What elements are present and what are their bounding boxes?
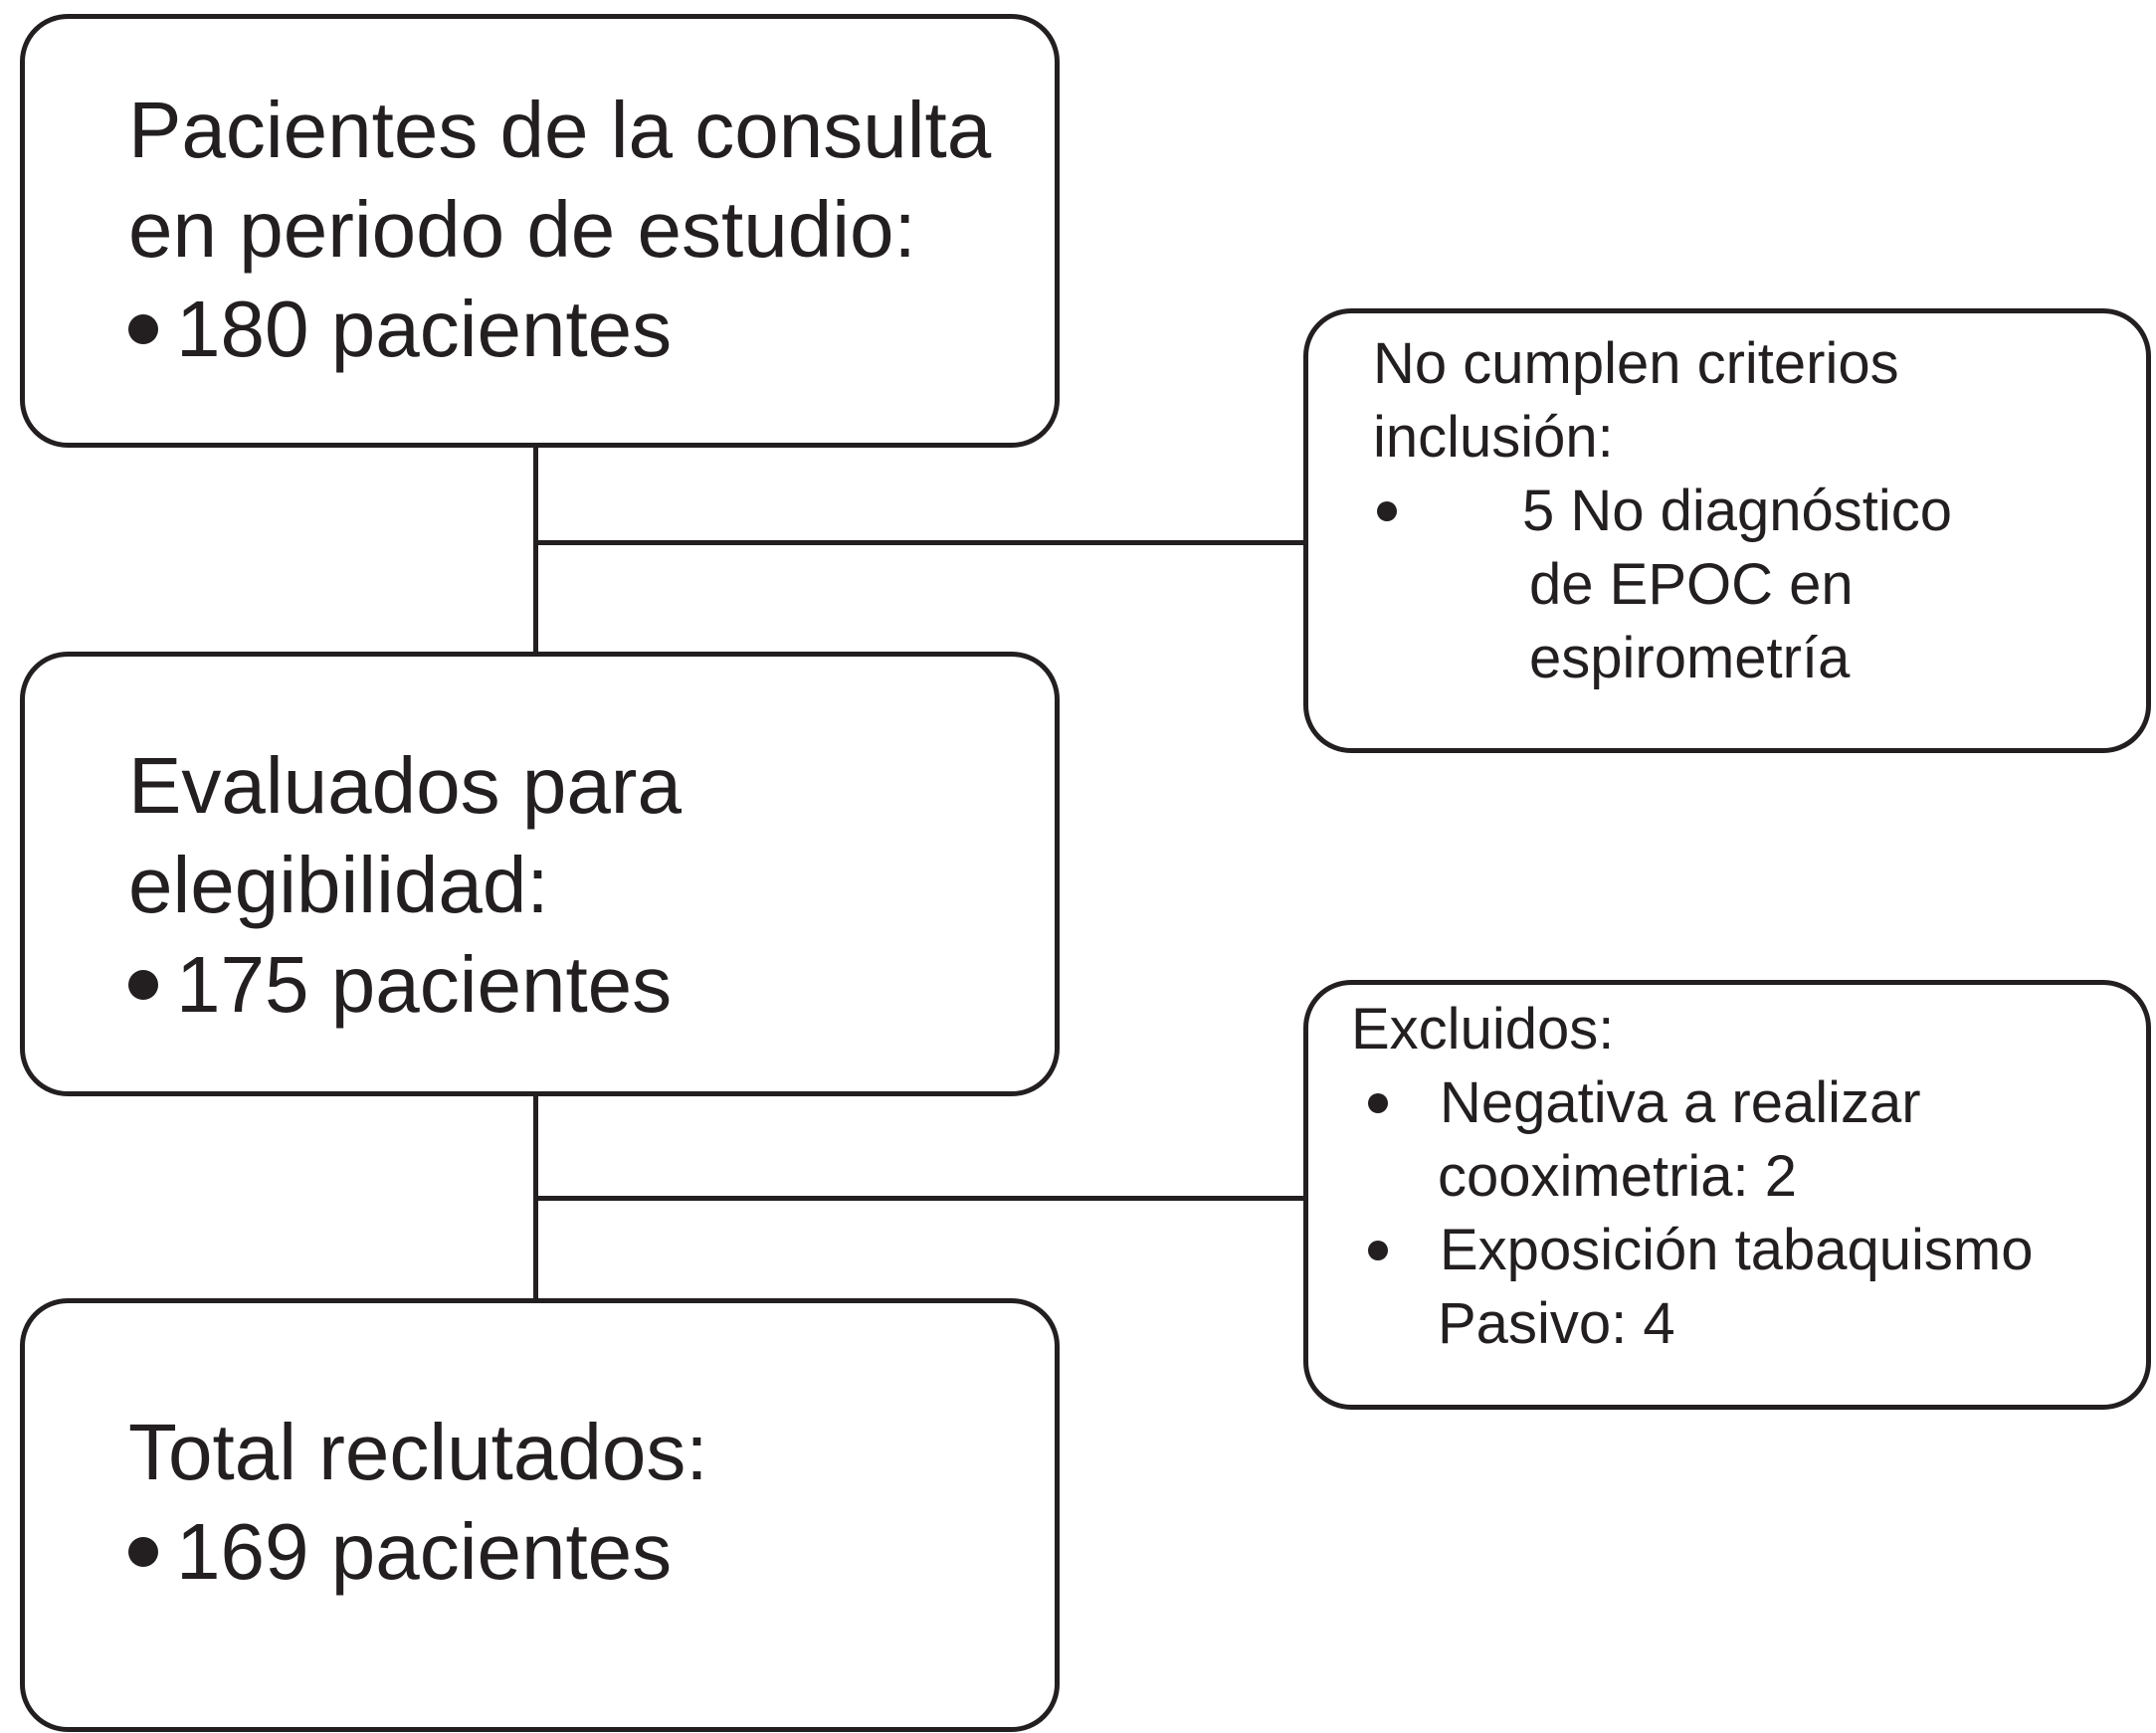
bullet-item	[1377, 475, 1397, 548]
bullet-icon	[1368, 1241, 1388, 1260]
excluded-item1-line2: cooximetria: 2	[1438, 1144, 1798, 1209]
patients-period-bullet: 180 pacientes	[128, 280, 672, 379]
excluded-item2-line1: Exposición tabaquismo	[1440, 1218, 2034, 1282]
not-meeting-criteria-line2: inclusión:	[1373, 405, 1614, 470]
evaluated-count: 175 pacientes	[176, 940, 673, 1029]
bullet-icon	[128, 1536, 158, 1567]
evaluated-line1: Evaluados para	[128, 741, 682, 830]
evaluated-line2: elegibilidad:	[128, 841, 549, 929]
bullet-icon	[1368, 1093, 1388, 1113]
patients-period-box: Pacientes de la consulta en periodo de e…	[20, 14, 1060, 448]
not-meeting-criteria-bullet-line1: 5 No diagnóstico	[1522, 479, 1953, 543]
recruited-bullet: 169 pacientes	[128, 1502, 672, 1602]
recruited-count: 169 pacientes	[176, 1507, 673, 1596]
not-meeting-criteria-bullet-line2: de EPOC en	[1529, 552, 1854, 617]
bullet-item	[1368, 1214, 1388, 1287]
bullet-icon	[1377, 501, 1397, 521]
connector-horizontal-2	[533, 1196, 1303, 1201]
bullet-icon	[128, 969, 158, 1000]
connector-vertical-1	[533, 448, 538, 652]
bullet-icon	[128, 313, 158, 344]
excluded-item1-line1: Negativa a realizar	[1440, 1070, 1921, 1135]
evaluated-bullet: 175 pacientes	[128, 935, 672, 1035]
excluded-item2-line2: Pasivo: 4	[1438, 1291, 1675, 1356]
recruited-box: Total reclutados: 169 pacientes	[20, 1298, 1060, 1732]
bullet-item	[1368, 1066, 1388, 1140]
recruited-line1: Total reclutados:	[128, 1408, 708, 1496]
excluded-box: Excluidos: Negativa a realizar cooximetr…	[1303, 980, 2151, 1410]
not-meeting-criteria-box: No cumplen criterios inclusión: 5 No dia…	[1303, 308, 2151, 753]
connector-horizontal-1	[533, 540, 1303, 545]
excluded-title: Excluidos:	[1351, 997, 1615, 1061]
patients-period-line2: en periodo de estudio:	[128, 185, 916, 274]
patients-period-line1: Pacientes de la consulta	[128, 86, 992, 174]
patients-period-count: 180 pacientes	[176, 285, 673, 373]
not-meeting-criteria-line1: No cumplen criterios	[1373, 331, 1899, 396]
evaluated-box: Evaluados para elegibilidad: 175 pacient…	[20, 652, 1060, 1096]
not-meeting-criteria-bullet-line3: espirometría	[1529, 626, 1851, 690]
